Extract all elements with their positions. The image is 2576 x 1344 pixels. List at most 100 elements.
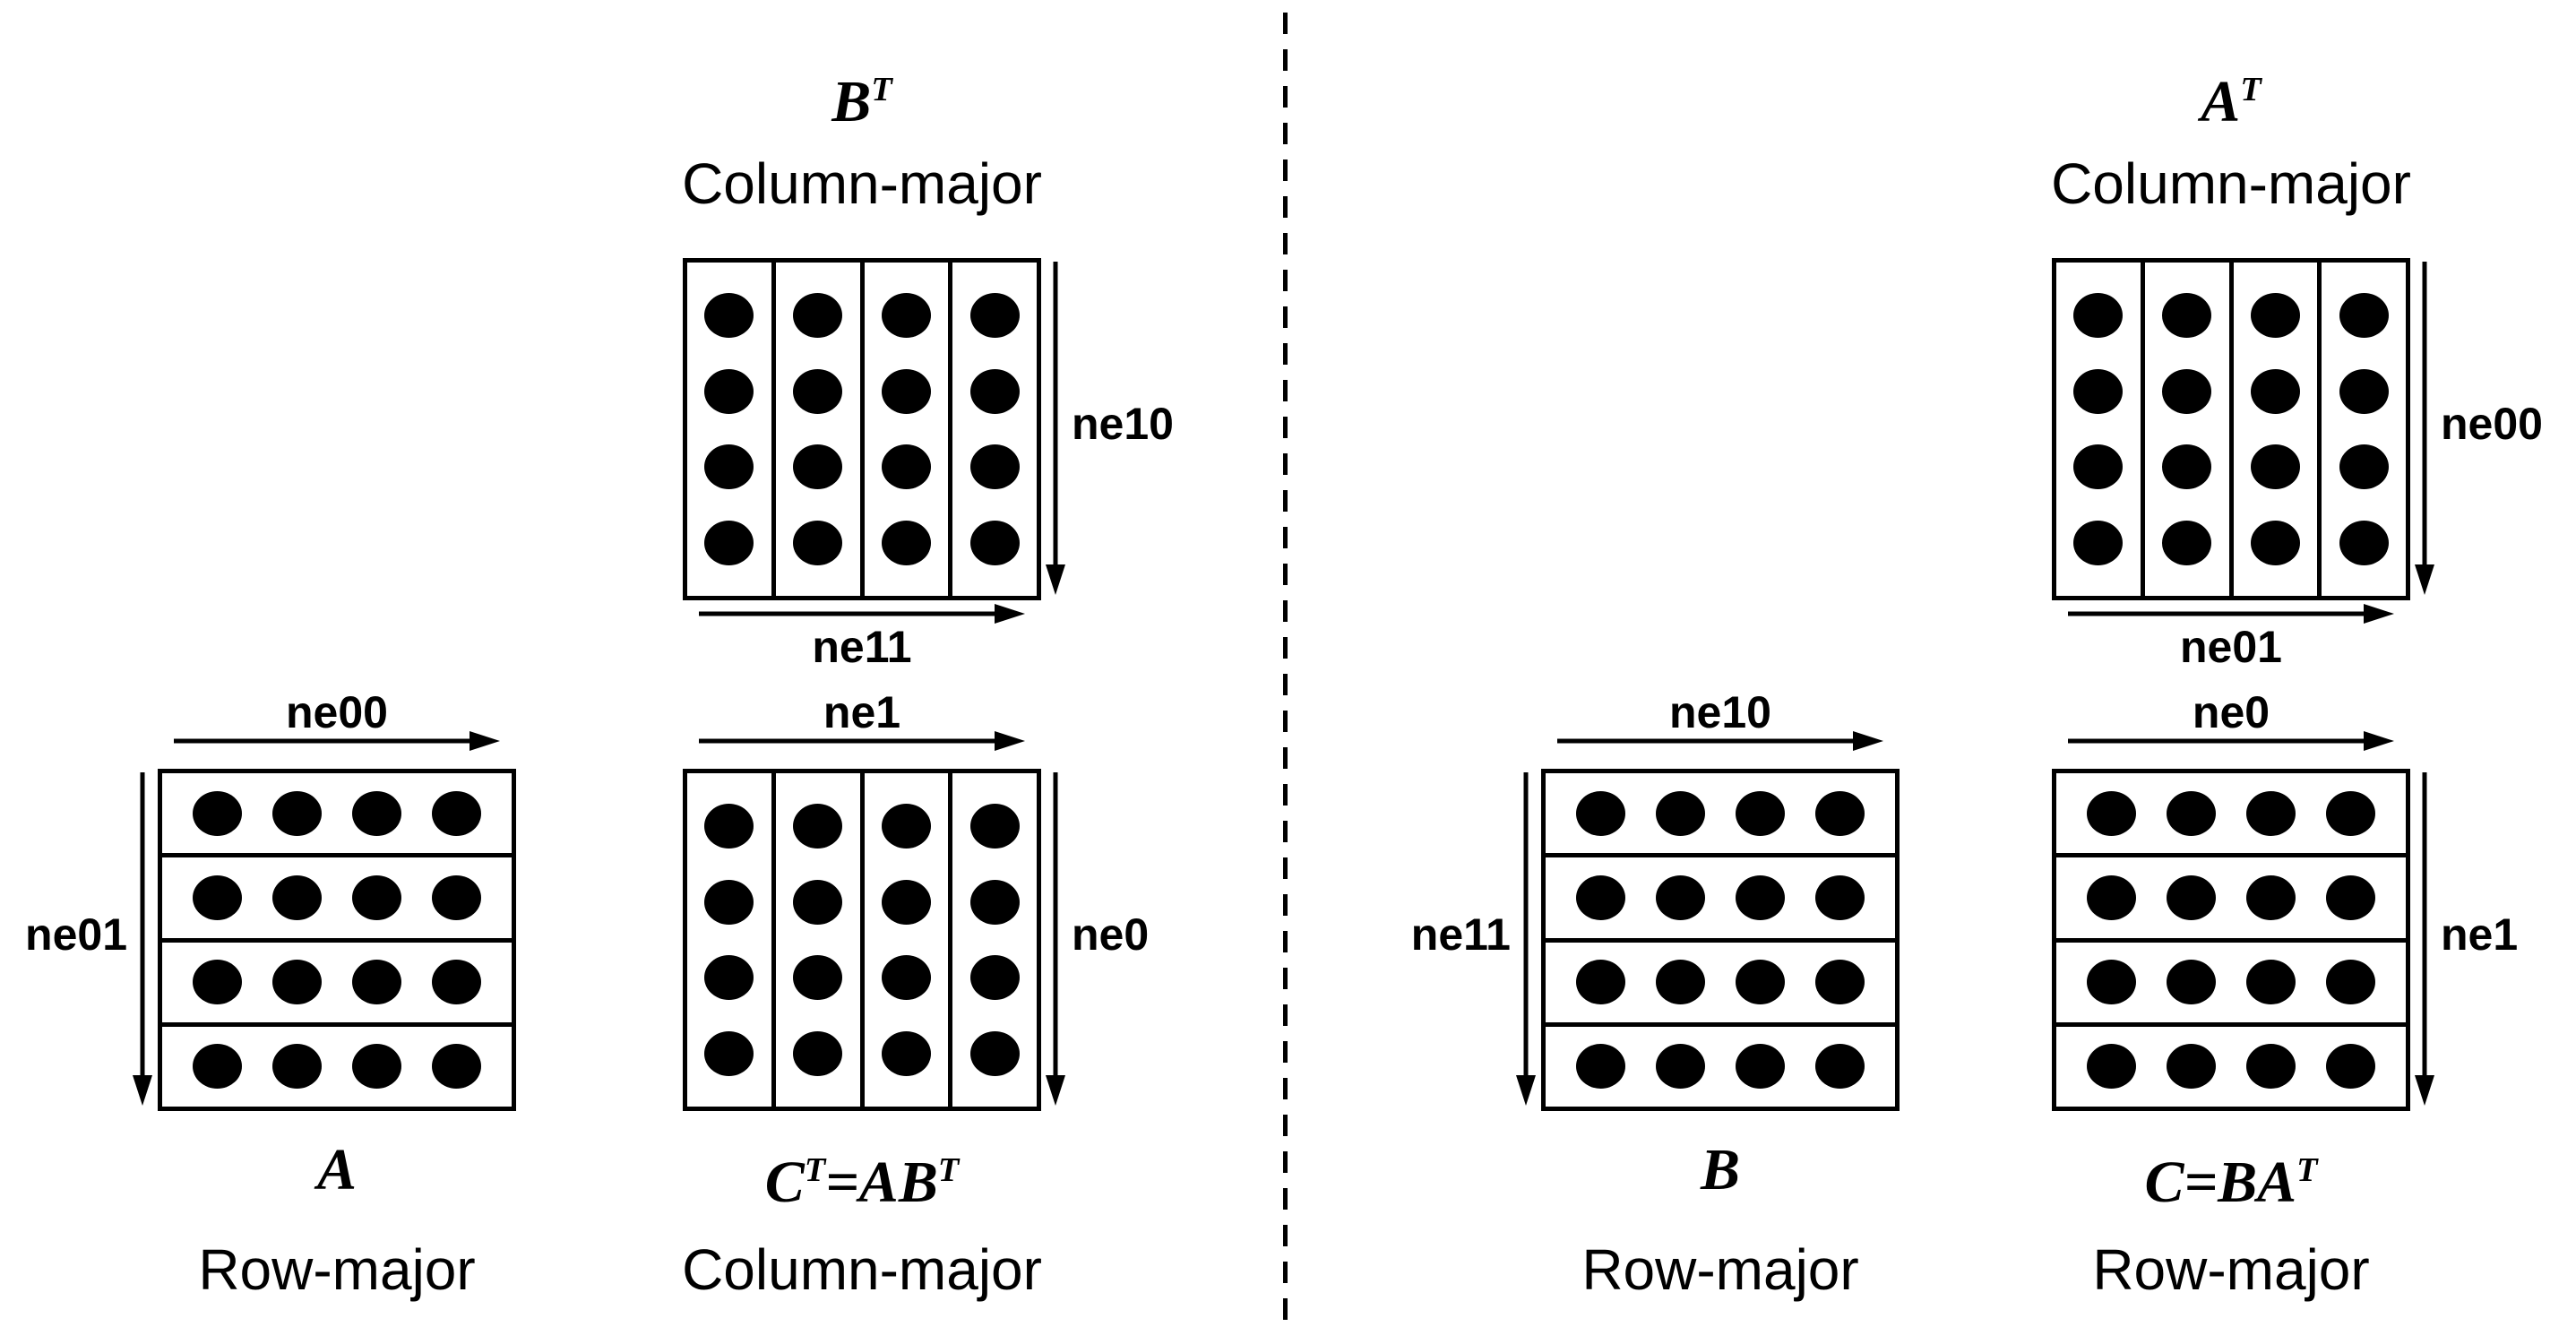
matrix-cell <box>2317 263 2406 596</box>
matrix-cell <box>1546 1021 1895 1107</box>
element-dot <box>793 1030 843 1076</box>
element-dot <box>432 790 481 836</box>
element-dot <box>352 1044 401 1090</box>
matrix-cell <box>162 773 512 853</box>
down-arrow-icon <box>133 772 152 1106</box>
element-dot <box>2087 790 2136 836</box>
element-dot <box>793 293 843 339</box>
element-dot <box>272 790 322 836</box>
element-dot <box>793 879 843 925</box>
element-dot <box>969 368 1020 414</box>
matrix-cell <box>2056 1021 2406 1107</box>
storage-order-label: Row-major <box>1581 1237 1859 1302</box>
element-dot <box>1736 790 1785 836</box>
down-arrow-icon <box>1516 772 1536 1106</box>
right-arrow-icon <box>2068 604 2394 624</box>
element-dot <box>2250 444 2300 490</box>
element-dot <box>1815 790 1865 836</box>
element-dot <box>2326 874 2375 920</box>
matrix-c-transpose <box>683 769 1041 1111</box>
matrix-cell <box>2056 773 2406 853</box>
dimension-label: ne1 <box>823 687 901 737</box>
dimension-label: ne11 <box>812 622 912 672</box>
element-dot <box>2162 444 2212 490</box>
element-dot <box>969 804 1020 849</box>
matrix-group-a: ne00 ne01 A Row-major <box>25 690 516 1302</box>
matrix-cell <box>687 263 771 596</box>
element-dot <box>2167 960 2216 1005</box>
element-dot <box>352 874 401 920</box>
element-dot <box>793 804 843 849</box>
element-dot <box>2339 293 2389 339</box>
storage-order-label: Column-major <box>682 151 1042 216</box>
element-dot <box>704 520 754 565</box>
matrix-cell <box>2228 263 2318 596</box>
matrix-cell <box>2056 263 2141 596</box>
matrix-cell <box>771 263 860 596</box>
matrix-group-b: ne10 ne11 B Row-major <box>1411 690 1900 1302</box>
matrix-a-transpose <box>2052 258 2410 600</box>
element-dot <box>2326 960 2375 1005</box>
element-dot <box>704 368 754 414</box>
element-dot <box>1815 960 1865 1005</box>
panel-divider <box>1283 13 1288 1335</box>
element-dot <box>881 1030 931 1076</box>
element-dot <box>1736 960 1785 1005</box>
matrix-group-c-transpose: ne1 ne0 CT=ABT Column-major <box>682 690 1149 1302</box>
element-dot <box>2073 368 2124 414</box>
right-arrow-icon <box>174 731 500 751</box>
dimension-label: ne01 <box>25 909 127 960</box>
storage-order-label: Row-major <box>198 1237 476 1302</box>
element-dot <box>881 444 931 490</box>
element-dot <box>193 874 242 920</box>
element-dot <box>1736 1044 1785 1090</box>
matrix-name-label: BT <box>831 69 892 134</box>
element-dot <box>2087 1044 2136 1090</box>
matrix-name-label: A <box>316 1137 358 1202</box>
element-dot <box>2246 874 2296 920</box>
element-dot <box>881 804 931 849</box>
matrix-cell <box>1546 773 1895 853</box>
matrix-cell <box>162 937 512 1022</box>
right-arrow-icon <box>2068 731 2394 751</box>
matrix-b <box>1541 769 1900 1111</box>
element-dot <box>969 1030 1020 1076</box>
element-dot <box>2087 874 2136 920</box>
matrix-cell <box>162 853 512 937</box>
element-dot <box>2250 368 2300 414</box>
matrix-a <box>158 769 516 1111</box>
element-dot <box>704 955 754 1001</box>
element-dot <box>2339 444 2389 490</box>
element-dot <box>1576 874 1625 920</box>
element-dot <box>881 293 931 339</box>
matrix-name-label: B <box>1700 1137 1741 1202</box>
dimension-label: ne0 <box>1072 909 1150 960</box>
matrix-name-label: CT=ABT <box>764 1150 960 1215</box>
element-dot <box>352 790 401 836</box>
element-dot <box>2167 1044 2216 1090</box>
element-dot <box>1736 874 1785 920</box>
matrix-name-label: AT <box>2201 69 2262 134</box>
element-dot <box>432 1044 481 1090</box>
element-dot <box>193 1044 242 1090</box>
element-dot <box>272 1044 322 1090</box>
element-dot <box>793 955 843 1001</box>
storage-order-label: Row-major <box>2092 1237 2370 1302</box>
matrix-cell <box>162 1021 512 1107</box>
element-dot <box>969 293 1020 339</box>
dimension-label: ne10 <box>1072 399 1174 449</box>
matrix-cell <box>687 773 771 1107</box>
element-dot <box>1576 960 1625 1005</box>
dimension-label: ne11 <box>1410 909 1511 960</box>
dimension-label: ne0 <box>2192 687 2270 737</box>
element-dot <box>2246 790 2296 836</box>
element-dot <box>1656 1044 1705 1090</box>
element-dot <box>1815 874 1865 920</box>
element-dot <box>881 879 931 925</box>
dimension-label: ne10 <box>1669 687 1771 737</box>
element-dot <box>432 874 481 920</box>
element-dot <box>969 444 1020 490</box>
matrix-cell <box>859 263 949 596</box>
down-arrow-icon <box>1046 262 1065 595</box>
